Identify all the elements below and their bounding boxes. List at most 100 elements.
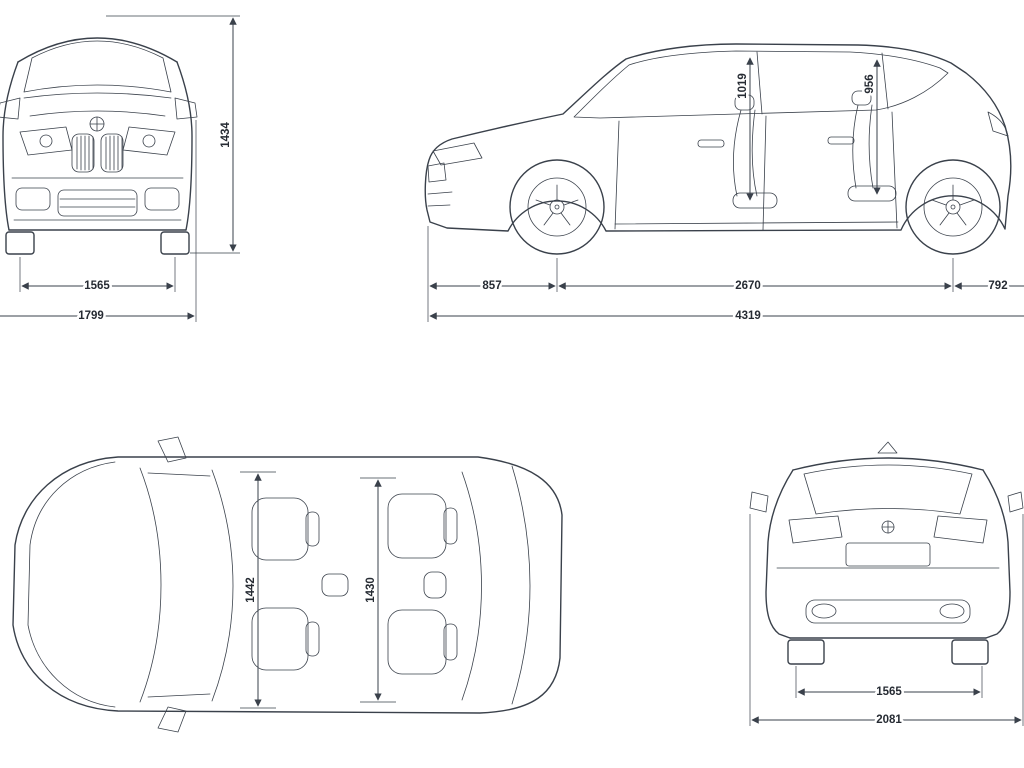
- kidney-grille-right: [100, 133, 124, 173]
- right-fog-area: [144, 187, 180, 211]
- dim-overall-length: 4319: [429, 308, 1024, 325]
- b-pillar: [756, 51, 763, 115]
- dim-label-front-overhang: 857: [482, 280, 501, 292]
- dim-label-rear-interior-height: 956: [864, 74, 876, 93]
- top-body-outline: [12, 456, 563, 714]
- side-view-dimensions: 1019 956 857 2670 792 4319: [427, 57, 1024, 325]
- front-wheel: [509, 159, 605, 255]
- dim-label-rear-interior-width: 1430: [365, 577, 377, 603]
- front-view: [0, 37, 198, 255]
- dim-wheelbase: 2670: [558, 278, 952, 295]
- rear-diffuser: [805, 599, 971, 624]
- dim-overall-height: 1434: [106, 15, 240, 254]
- rear-left-body-line: [765, 469, 794, 639]
- a-pillar-lines: [147, 472, 211, 698]
- rear-right-tire: [951, 639, 989, 665]
- right-headlight-lens: [142, 134, 156, 148]
- front-roof-line: [17, 37, 178, 63]
- front-right-tire: [160, 231, 190, 255]
- right-exhaust: [939, 603, 965, 619]
- intake-slats: [59, 198, 136, 208]
- rear-right-mirror: [1007, 491, 1024, 513]
- top-view: [12, 436, 563, 733]
- rear-window-line: [461, 471, 482, 701]
- dim-front-interior-height: 1019: [735, 57, 754, 201]
- dim-label-width-with-mirrors: 2081: [876, 714, 902, 726]
- right-headlight: [122, 126, 176, 156]
- rear-door-handle: [827, 136, 855, 145]
- hood-crease: [29, 110, 166, 117]
- hood-base-line: [139, 467, 162, 703]
- rear-left-mirror: [749, 491, 769, 513]
- lower-intake: [57, 189, 138, 217]
- dim-front-overhang: 857: [429, 278, 556, 295]
- grille-slats: [76, 135, 123, 171]
- front-left-tire: [5, 231, 35, 255]
- left-fog-area: [15, 187, 51, 211]
- center-console: [321, 573, 349, 597]
- rear-seat-silhouette: [847, 90, 897, 202]
- front-view-dimensions: 1434 1565 1799: [0, 15, 240, 325]
- dim-label-rear-overhang: 792: [988, 280, 1007, 292]
- dim-label-overall-height: 1434: [220, 122, 232, 148]
- dim-rear-overhang: 792: [954, 278, 1024, 295]
- side-bumper-lines: [427, 191, 453, 207]
- tailgate-line: [511, 465, 531, 705]
- bmw-roundel-rear-icon: [881, 520, 895, 534]
- dim-front-track: 1565: [19, 257, 176, 295]
- left-mirror: [0, 97, 21, 120]
- rear-window: [803, 464, 973, 515]
- left-taillight: [788, 515, 843, 544]
- right-mirror: [174, 97, 198, 120]
- windshield: [23, 40, 172, 93]
- right-taillight: [933, 515, 988, 544]
- dim-label-overall-width: 1799: [78, 310, 104, 322]
- top-right-mirror: [157, 706, 187, 733]
- shark-fin-antenna: [877, 441, 898, 454]
- center-armrest: [423, 571, 447, 599]
- rear-view-dimensions: 1565 2081: [749, 514, 1024, 729]
- taillight-side: [987, 111, 1009, 137]
- top-view-dimensions: 1442 1430: [240, 471, 396, 709]
- cowl-line: [23, 92, 172, 99]
- dim-label-wheelbase: 2670: [735, 280, 761, 292]
- side-grille: [427, 162, 447, 183]
- front-right-body-line: [176, 61, 193, 231]
- dim-overall-width: 1799: [0, 120, 197, 325]
- sill-crease: [614, 221, 899, 225]
- front-left-body-line: [2, 61, 19, 231]
- rear-left-tire: [787, 639, 825, 665]
- rear-view: [749, 441, 1024, 665]
- rear-right-body-line: [982, 469, 1011, 639]
- front-door-handle: [697, 139, 725, 148]
- dim-width-with-mirrors: 2081: [749, 514, 1024, 729]
- c-pillar: [881, 52, 889, 110]
- rear-seats-top: [387, 493, 458, 675]
- dim-label-front-interior-height: 1019: [737, 73, 749, 99]
- front-bumper-crease: [27, 461, 116, 708]
- bmw-roundel-icon: [89, 116, 105, 132]
- dim-label-rear-track: 1565: [876, 686, 902, 698]
- left-headlight: [19, 126, 73, 156]
- front-seats-top: [251, 497, 320, 671]
- door-shut-lines: [614, 111, 898, 231]
- dim-rear-interior-width: 1430: [360, 477, 396, 703]
- glasshouse: [573, 50, 949, 119]
- kidney-grille-left: [71, 133, 95, 173]
- left-exhaust: [811, 603, 837, 619]
- dim-rear-interior-height: 956: [862, 59, 881, 195]
- dim-label-overall-length: 4319: [735, 310, 761, 322]
- top-left-mirror: [157, 436, 187, 463]
- rear-roof-line: [792, 457, 984, 471]
- dim-rear-track: 1565: [795, 666, 983, 701]
- side-view: [424, 43, 1012, 255]
- license-plate-recess: [845, 542, 931, 567]
- front-seat-silhouette: [732, 94, 778, 209]
- side-headlight: [432, 142, 483, 166]
- dim-label-front-track: 1565: [84, 280, 110, 292]
- side-body-outline: [424, 43, 1012, 232]
- dim-front-interior-width: 1442: [240, 471, 276, 709]
- dim-label-front-interior-width: 1442: [245, 577, 257, 603]
